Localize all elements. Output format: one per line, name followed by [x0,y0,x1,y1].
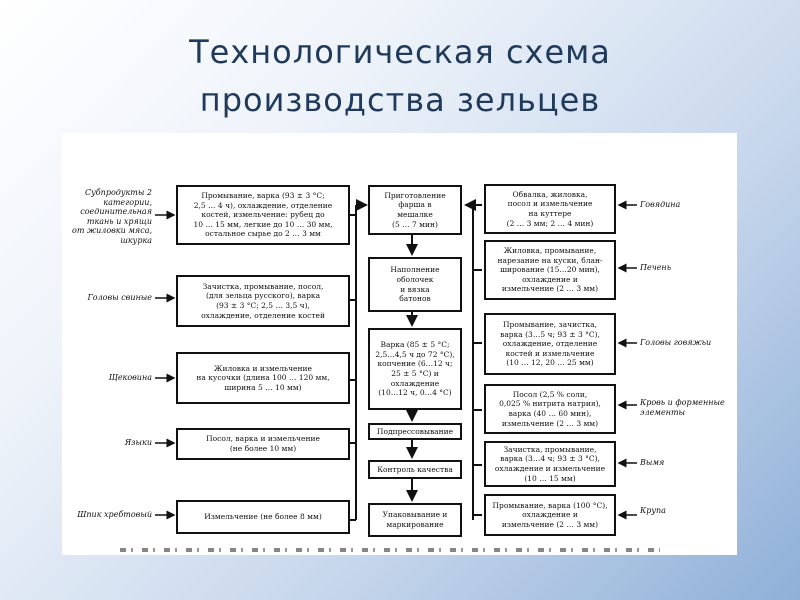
process-box-udder: Зачистка, промывание, варка (3…4 ч; 93 ±… [484,441,616,487]
step-quality-control: Контроль качества [368,460,462,479]
process-box-tongues: Посол, варка и измельчение (не более 10 … [176,428,350,460]
input-label-blood: Кровь и форменные элементы [640,398,725,417]
input-label-back-fat: Шпик хребтовый [77,510,152,519]
input-label-groats: Крупа [640,506,666,515]
step-cooking-smoking: Варка (85 ± 5 °С; 2,5…4,5 ч до 72 °С), к… [368,328,462,410]
process-box-back-fat: Измельчение (не более 8 мм) [176,500,350,534]
slide-title: Технологическая схема производства зельц… [189,33,611,119]
process-box-beef: Обвалка, жиловка, посол и измельчение на… [484,184,616,234]
input-label-liver: Печень [640,263,672,272]
process-box-blood: Посол (2,5 % соли, 0,025 % нитрита натри… [484,384,616,434]
process-box-liver: Жиловка, промывание, нарезание на куски,… [484,240,616,300]
input-label-cheek: Щековина [108,373,152,382]
input-label-beef-heads: Головы говяжьи [640,338,712,347]
step-packaging: Упаковывание и маркирование [368,503,462,537]
step-mince-preparation: Приготовление фарша в мешалке (5 … 7 мин… [368,185,462,235]
process-box-subproducts: Промывание, варка (93 ± 3 °С; 2,5 … 4 ч)… [176,185,350,245]
input-label-beef: Говядина [640,200,681,209]
scan-artifact [120,548,660,552]
input-label-pork-heads: Головы свиные [87,293,152,302]
process-box-cheek: Жиловка и измельчение на кусочки (длина … [176,352,350,404]
step-pressing: Подпрессовывание [368,423,462,440]
input-label-udder: Вымя [640,458,665,467]
process-box-groats: Промывание, варка (100 °С), охлаждение и… [484,494,616,536]
process-box-pork-heads: Зачистка, промывание, посол, (для зельца… [176,275,350,327]
step-casing-filling: Наполнение оболочек и вязка батонов [368,257,462,312]
process-box-beef-heads: Промывание, зачистка, варка (3…5 ч; 93 ±… [484,313,616,375]
input-label-subproducts: Субпродукты 2 категории, соединительная … [72,188,152,245]
input-label-tongues: Языки [124,438,152,447]
